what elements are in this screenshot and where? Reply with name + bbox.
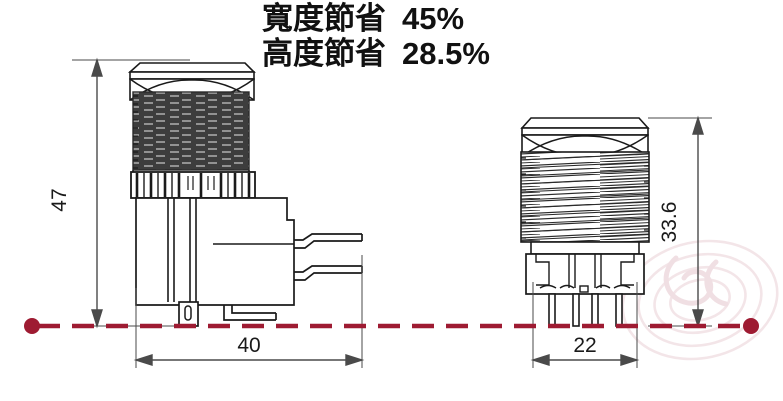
height-savings-label: 高度節省 xyxy=(262,35,386,71)
left-width-dimension-label: 40 xyxy=(237,334,260,357)
left-housing-internal-lines xyxy=(167,198,197,302)
right-housing-internal-lines xyxy=(535,254,635,293)
left-bottom-slot xyxy=(178,301,199,327)
left-bottom-pin xyxy=(223,305,277,321)
left-terminal-upper xyxy=(294,233,363,249)
left-knurled-ring xyxy=(130,171,256,199)
right-collar xyxy=(530,241,640,255)
right-height-dimension-label: 33.6 xyxy=(658,202,681,243)
left-housing-body xyxy=(135,197,295,306)
width-savings-label: 寬度節省 xyxy=(262,1,386,36)
left-height-dimension-label: 47 xyxy=(48,188,71,211)
left-witness-lines xyxy=(72,59,363,368)
left-terminal-lower xyxy=(294,265,363,281)
height-savings-line: 高度節省 28.5% xyxy=(262,35,582,72)
right-threaded-barrel xyxy=(520,151,650,243)
left-switch-figure: 47 40 xyxy=(48,57,365,368)
right-cap xyxy=(520,117,650,157)
width-savings-line: 寬度節省 45% xyxy=(262,1,582,37)
width-savings-value: 45% xyxy=(402,1,465,36)
right-housing-body xyxy=(525,253,645,295)
right-width-dimension xyxy=(530,354,640,366)
right-switch-figure: 33.6 22 xyxy=(520,115,712,368)
mounting-centerline xyxy=(24,318,759,334)
right-width-dimension-label: 22 xyxy=(573,334,596,357)
centerline-left-endpoint xyxy=(24,318,40,334)
savings-title-block: 寬度節省 45% 高度節省 28.5% xyxy=(262,1,582,72)
left-height-dimension xyxy=(91,57,103,329)
right-height-dimension xyxy=(692,115,704,329)
height-savings-value: 28.5% xyxy=(402,35,490,71)
left-width-dimension xyxy=(133,354,365,366)
left-threaded-barrel xyxy=(132,91,250,171)
centerline-right-endpoint xyxy=(743,318,759,334)
right-pins xyxy=(548,293,623,327)
